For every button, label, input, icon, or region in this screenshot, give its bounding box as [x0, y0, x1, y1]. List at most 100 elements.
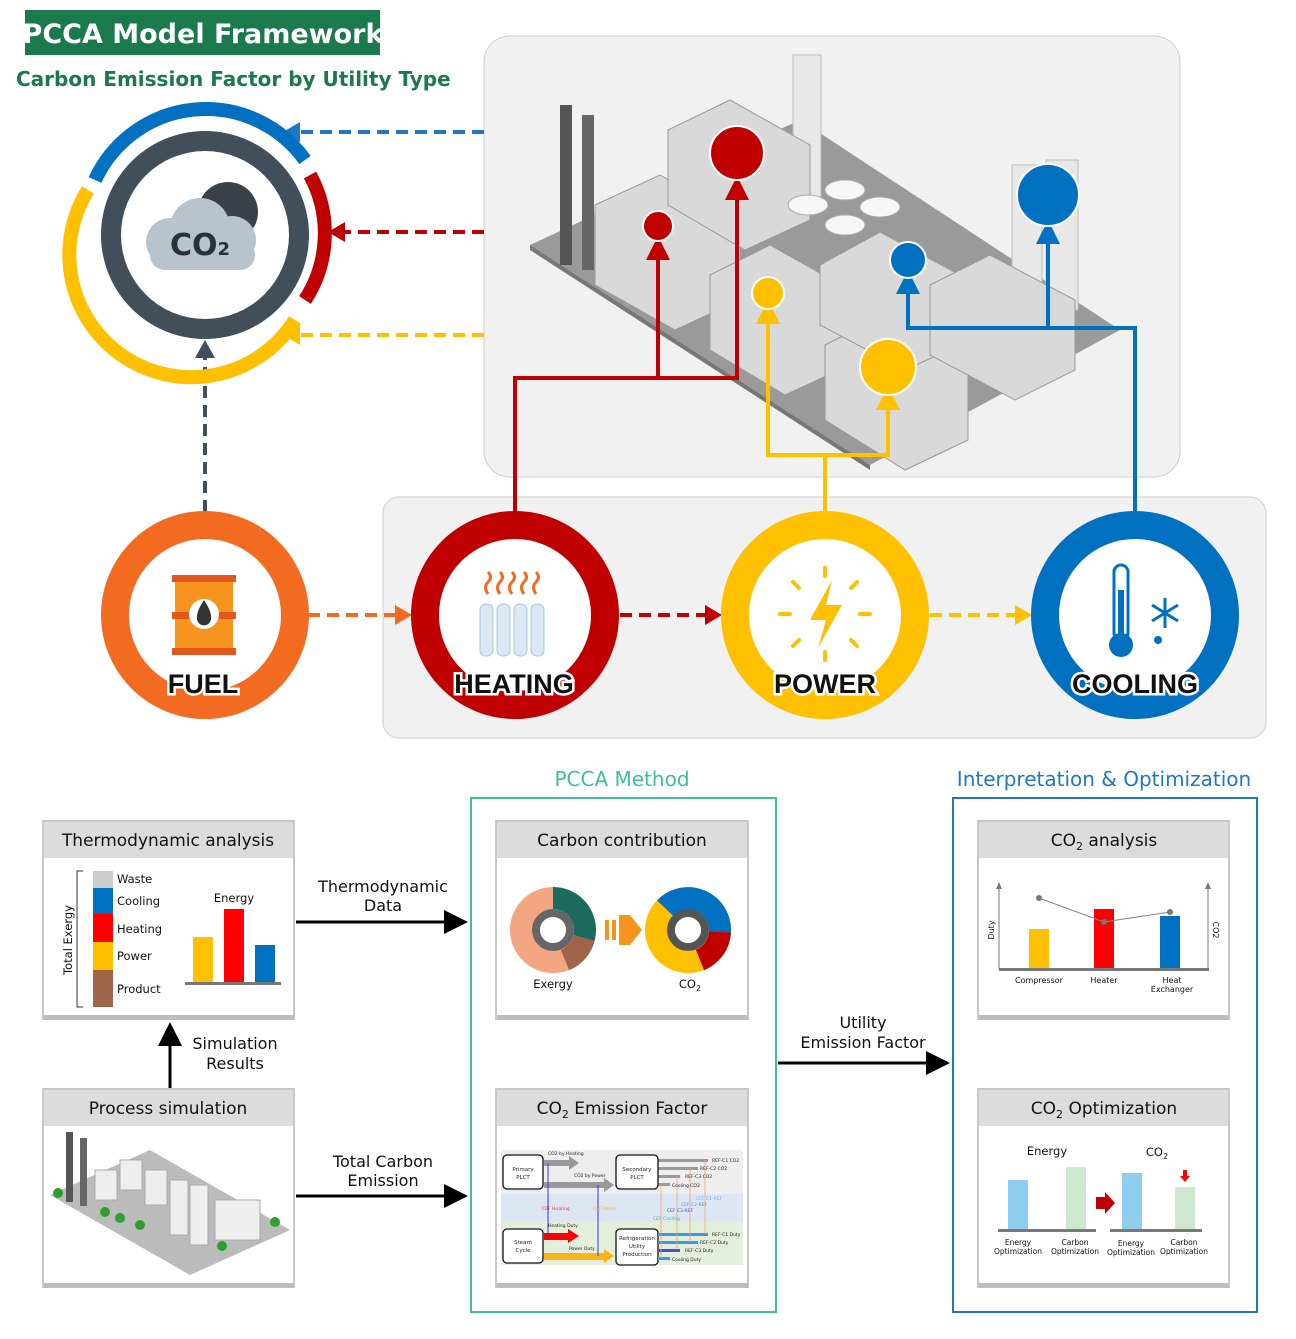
analysis-box-title: CO2 analysis [1051, 831, 1158, 853]
co2-donut: CO2 [645, 887, 732, 993]
co2-cloud-icon: CO2 [146, 182, 258, 270]
process-plant-illustration [50, 1132, 290, 1275]
svg-text:Cycle: Cycle [515, 1248, 531, 1254]
svg-text:Primary: Primary [512, 1167, 534, 1173]
page-title: PCCA Model Framework [23, 19, 385, 50]
svg-text:Optimization: Optimization [1160, 1247, 1208, 1256]
bar-heater [1094, 909, 1114, 969]
bar-power [193, 937, 213, 983]
svg-text:CEF C3-REF: CEF C3-REF [667, 1208, 694, 1214]
utility-fuel: FUEL [101, 511, 309, 719]
svg-text:Steam: Steam [514, 1240, 532, 1246]
svg-text:CO2: CO2 [1146, 1145, 1168, 1161]
fuel-barrel-icon [172, 575, 236, 655]
utility-connection-lines [513, 176, 1137, 512]
energy-bar-chart: Energy [185, 891, 281, 985]
thermo-box-title: Thermodynamic analysis [61, 831, 274, 851]
svg-text:Carbon: Carbon [1061, 1238, 1088, 1247]
svg-text:REF-C1 CO2: REF-C1 CO2 [712, 1158, 739, 1164]
power-label: POWER [774, 669, 876, 699]
svg-text:Utility: Utility [629, 1244, 646, 1250]
lightning-icon [778, 566, 872, 662]
svg-text:Waste: Waste [117, 872, 152, 886]
svg-text:Energy: Energy [1005, 1238, 1032, 1247]
svg-text:Heater: Heater [1090, 976, 1118, 985]
flow-arrows [158, 910, 950, 1208]
svg-text:Optimization: Optimization [1051, 1247, 1099, 1256]
svg-text:PLCT: PLCT [516, 1175, 530, 1181]
radiator-heat-icon [479, 570, 545, 657]
svg-text:CO2 by Power: CO2 by Power [574, 1173, 606, 1179]
pcca-method-title: PCCA Method [554, 767, 689, 791]
svg-text:REF-C3 CO2: REF-C3 CO2 [685, 1174, 712, 1180]
svg-text:Carbon: Carbon [1170, 1238, 1197, 1247]
svg-text:REF-C3 Duty: REF-C3 Duty [685, 1248, 714, 1254]
svg-text:CO2: CO2 [679, 977, 701, 993]
svg-text:Exchanger: Exchanger [1151, 985, 1194, 994]
svg-text:REF-C1 Duty: REF-C1 Duty [712, 1232, 741, 1238]
svg-text:Cooling CO2: Cooling CO2 [672, 1183, 700, 1189]
svg-text:Exergy: Exergy [533, 977, 573, 991]
emission-factor-dashed-arrows [203, 130, 1015, 617]
bar-heat-exchanger [1160, 916, 1180, 969]
svg-text:Production: Production [622, 1252, 652, 1258]
exergy-donut: Exergy [510, 887, 596, 991]
co2-analysis-chart: Duty CO2 Compressor Heater Heat Exchange… [987, 882, 1220, 994]
svg-text:CEF Cooling: CEF Cooling [653, 1216, 680, 1222]
bar-cooling [255, 945, 275, 983]
svg-text:Power: Power [117, 949, 152, 963]
title-banner [25, 10, 380, 55]
right-arrow-icon [1096, 1192, 1115, 1214]
svg-text:Total Exergy: Total Exergy [61, 905, 75, 976]
svg-text:CEF Power: CEF Power [593, 1206, 617, 1212]
emission-box-title: CO2 Emission Factor [537, 1099, 708, 1121]
thermometer-snowflake-icon [1109, 563, 1179, 657]
svg-text:CO2 by Heating: CO2 by Heating [548, 1151, 584, 1157]
svg-text:CEF Heating: CEF Heating [542, 1206, 570, 1212]
page-subtitle: Carbon Emission Factor by Utility Type [16, 67, 451, 91]
heating-label: HEATING [454, 669, 574, 699]
utility-heating: HEATING [411, 511, 619, 719]
cooling-label: COOLING [1072, 669, 1198, 699]
svg-text:Heat: Heat [1163, 976, 1182, 985]
svg-text:Heating: Heating [117, 922, 162, 936]
carbon-box-title: Carbon contribution [537, 831, 707, 851]
svg-text:CEF C1-REF: CEF C1-REF [696, 1196, 723, 1202]
utility-cooling: COOLING [1031, 511, 1239, 719]
utility-power: POWER [721, 511, 929, 719]
orange-arrow-icon [605, 915, 642, 945]
arrowheads [195, 122, 1032, 625]
interpretation-title: Interpretation & Optimization [957, 767, 1251, 791]
interpretation-frame [952, 797, 1258, 1313]
svg-text:Optimization: Optimization [1107, 1248, 1155, 1257]
fuel-label: FUEL [168, 669, 239, 699]
svg-text:Compressor: Compressor [1015, 976, 1064, 985]
svg-text:REF-C2 CO2: REF-C2 CO2 [700, 1166, 727, 1172]
bar-compressor [1029, 929, 1049, 969]
svg-text:REF-C2 Duty: REF-C2 Duty [700, 1240, 729, 1246]
svg-text:Secondary: Secondary [622, 1167, 652, 1173]
svg-text:Power Duty: Power Duty [569, 1246, 595, 1252]
svg-text:CEF C2-REF: CEF C2-REF [681, 1202, 708, 1208]
svg-text:PLCT: PLCT [630, 1175, 644, 1181]
utility-markers [642, 125, 1080, 396]
svg-text:Cooling: Cooling [117, 894, 160, 908]
svg-text:Energy: Energy [214, 891, 254, 905]
optimization-box-title: CO2 Optimization [1031, 1099, 1177, 1121]
svg-text:Energy: Energy [1118, 1239, 1145, 1248]
exergy-stacked-bar: Total Exergy Waste Cooling Heating Power… [61, 870, 162, 1008]
svg-text:Energy: Energy [1027, 1144, 1067, 1158]
process-box-title: Process simulation [89, 1099, 248, 1119]
bar-heating [224, 909, 244, 983]
pcca-method-frame [470, 797, 777, 1313]
svg-text:Duty: Duty [987, 920, 996, 939]
svg-text:CO2: CO2 [170, 228, 230, 263]
svg-text:Product: Product [117, 982, 161, 996]
